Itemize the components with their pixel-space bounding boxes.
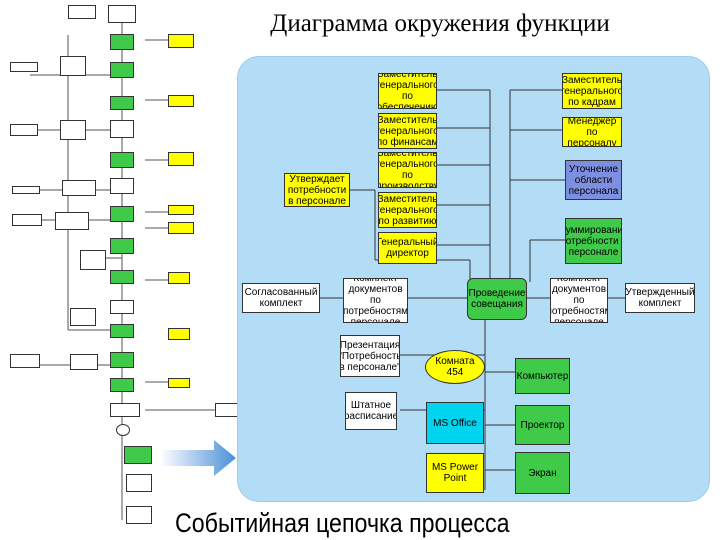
minimap-org-unit — [168, 205, 194, 215]
org-unit-general-director: Генеральный директор — [378, 232, 437, 264]
minimap-event — [110, 120, 134, 138]
minimap-function — [110, 238, 134, 254]
minimap-doc — [10, 62, 38, 72]
minimap-doc — [10, 124, 38, 136]
resource-screen: Экран — [515, 452, 570, 494]
minimap-org-unit — [168, 328, 190, 340]
document-presentation: Презентация "Потребность в персонале" — [340, 335, 400, 377]
resource-computer: Компьютер — [515, 358, 570, 394]
minimap-org-unit — [168, 34, 194, 48]
org-unit-deputy-finance: Заместитель генерального по финансам — [378, 113, 437, 149]
minimap-function — [110, 34, 134, 50]
document-input-set: Комплект документов по потребностям перс… — [343, 278, 408, 323]
org-unit-deputy-production: Заместитель генерального по производству — [378, 152, 437, 188]
minimap-function — [110, 270, 134, 284]
minimap-event — [126, 506, 152, 524]
org-unit-deputy-hr: Заместитель генерального по кадрам — [562, 73, 622, 109]
minimap-function — [110, 378, 134, 392]
minimap-event — [108, 5, 136, 23]
function-summarize-needs: Суммирование потребности в персонале — [565, 218, 622, 264]
minimap-event — [126, 474, 152, 492]
minimap-event — [60, 56, 86, 76]
minimap-doc — [62, 180, 96, 196]
org-unit-hr-manager: Менеджер по персоналу — [562, 117, 622, 147]
minimap-function — [110, 206, 134, 222]
minimap-event — [110, 403, 140, 417]
minimap-org-unit — [168, 222, 194, 234]
minimap-doc — [70, 354, 98, 370]
minimap-org-unit — [168, 272, 190, 284]
org-unit-deputy-support: Заместитель генерального по обеспечению — [378, 73, 437, 109]
location-room: Комната 454 — [425, 350, 485, 384]
minimap-org-unit — [168, 152, 194, 166]
document-staffing-schedule: Штатное расписание — [345, 392, 397, 430]
minimap-connector — [116, 424, 130, 436]
section-subtitle: Событийная цепочка процесса — [175, 508, 510, 538]
document-output-set: Комплект документов по потребностям перс… — [550, 278, 608, 323]
minimap-function — [110, 352, 134, 368]
minimap-event — [60, 120, 86, 140]
function-approve-needs: Утверждает потребности в персонале — [284, 173, 350, 207]
event-approved-set: Утвержденный комплект — [625, 283, 695, 313]
process-chain-minimap — [0, 0, 245, 540]
software-ms-office: MS Office — [426, 402, 484, 444]
minimap-doc — [12, 214, 42, 226]
minimap-event — [110, 300, 134, 314]
org-unit-deputy-development: Заместитель генерального по развитию — [378, 192, 437, 228]
page-title: Диаграмма окружения функции — [270, 10, 610, 37]
minimap-function — [110, 152, 134, 168]
minimap-function — [110, 62, 134, 78]
event-agreed-set: Согласованный комплект — [242, 283, 320, 313]
software-ms-power-point: MS Power Point — [426, 453, 484, 493]
minimap-org-unit — [168, 95, 194, 107]
function-meeting: Проведение совещания — [467, 278, 527, 320]
minimap-event — [80, 250, 106, 270]
minimap-doc — [12, 186, 40, 194]
minimap-function — [110, 324, 134, 338]
resource-projector: Проектор — [515, 405, 570, 445]
minimap-function — [110, 96, 134, 110]
minimap-org-unit — [168, 378, 190, 388]
minimap-event — [70, 308, 96, 326]
minimap-doc — [55, 212, 89, 230]
minimap-doc — [10, 354, 40, 368]
function-clarify-area: Уточнение области персонала — [565, 160, 622, 200]
minimap-event — [68, 5, 96, 19]
minimap-function — [124, 446, 152, 464]
minimap-event — [110, 178, 134, 194]
